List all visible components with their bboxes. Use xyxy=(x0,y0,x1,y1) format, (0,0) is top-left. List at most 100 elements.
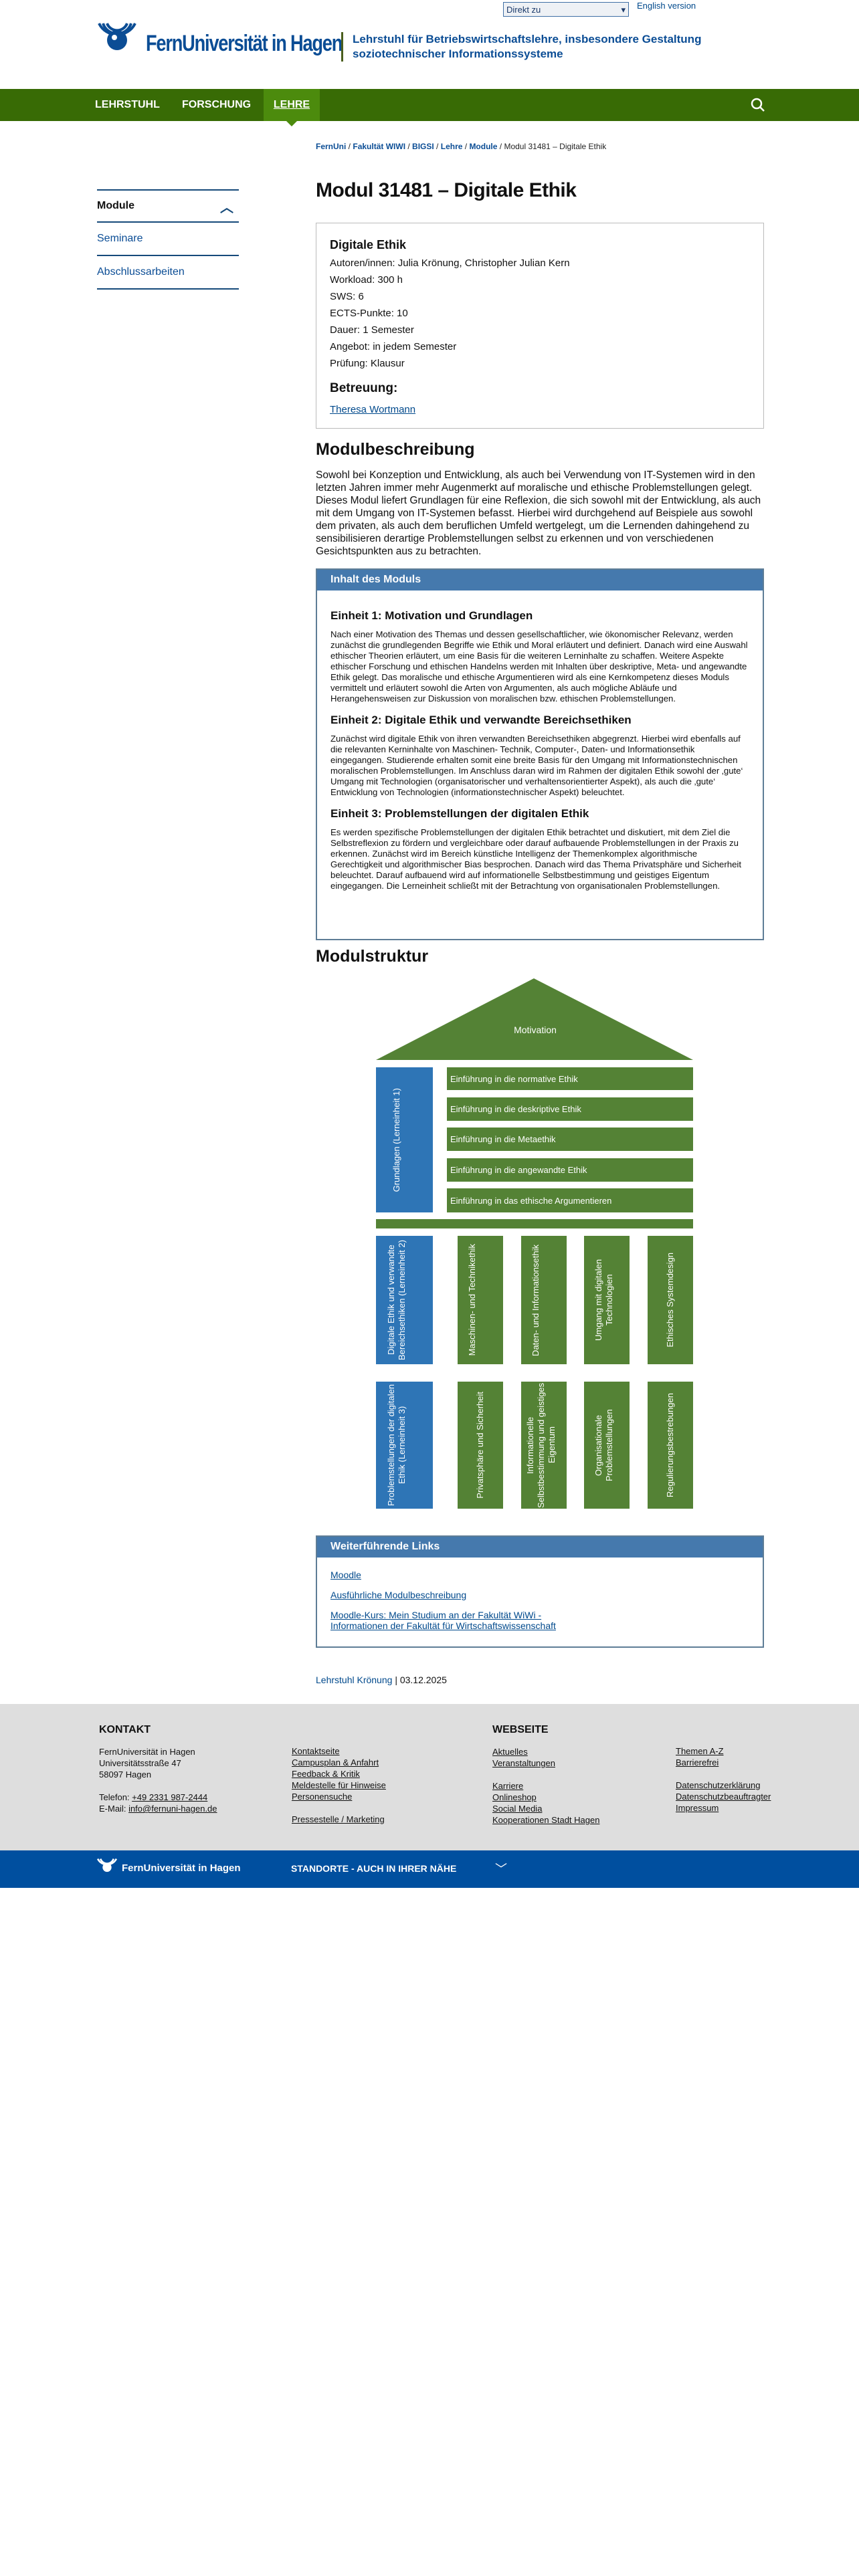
info-dauer: Dauer: 1 Semester xyxy=(330,324,414,336)
unit-3-text: Es werden spezifische Problemstellungen … xyxy=(330,827,742,891)
inhalt-header: Inhalt des Moduls xyxy=(317,570,763,591)
module-structure-diagram: Motivation Grundlagen (Lerneinheit 1) Ei… xyxy=(375,976,709,1511)
footer-link[interactable]: Karriere xyxy=(492,1781,524,1791)
links-header: Weiterführende Links xyxy=(317,1537,763,1558)
kontakt-heading: KONTAKT xyxy=(99,1724,151,1735)
unit-2-item: Maschinen- und Technikethik xyxy=(458,1236,503,1364)
telefon-link[interactable]: +49 2331 987-2444 xyxy=(132,1792,208,1802)
info-authors: Autoren/innen: Julia Krönung, Christophe… xyxy=(330,257,570,269)
search-icon[interactable] xyxy=(751,98,765,112)
unit-1-item: Einführung in die deskriptive Ethik xyxy=(447,1097,693,1121)
modulbeschreibung-text: Sowohl bei Konzeption und Entwicklung, a… xyxy=(316,469,761,557)
unit-1-item: Einführung in das ethische Argumentieren xyxy=(447,1188,693,1212)
unit-3-item: Informationelle Selbstbestimmung und gei… xyxy=(521,1382,567,1509)
breadcrumb-current: Modul 31481 – Digitale Ethik xyxy=(504,142,607,151)
breadcrumb-lehre[interactable]: Lehre xyxy=(440,142,463,151)
unit-2-text: Zunächst wird digitale Ethik von ihren v… xyxy=(330,734,743,797)
fernuni-logo[interactable]: FernUniversität in Hagen xyxy=(94,20,391,67)
breadcrumb-fernuni[interactable]: FernUni xyxy=(316,142,347,151)
info-title: Digitale Ethik xyxy=(330,238,407,251)
chair-link[interactable]: Lehrstuhl Krönung xyxy=(316,1675,393,1685)
divider-beam xyxy=(376,1219,693,1228)
footer-link[interactable]: Barrierefrei xyxy=(676,1757,719,1767)
link-modulbeschreibung[interactable]: Ausführliche Modulbeschreibung xyxy=(330,1590,467,1600)
breadcrumb-fakultaet[interactable]: Fakultät WIWI xyxy=(353,142,406,151)
breadcrumb-bigsi[interactable]: BIGSI xyxy=(412,142,434,151)
unit-3-pillar: Problemstellungen der digitalen Ethik (L… xyxy=(376,1382,433,1509)
footer-link[interactable]: Campusplan & Anfahrt xyxy=(292,1757,379,1767)
bottom-bar: FernUniversität in Hagen STANDORTE - AUC… xyxy=(0,1850,859,1888)
address-line: 58097 Hagen xyxy=(99,1769,152,1780)
breadcrumb-module[interactable]: Module xyxy=(469,142,498,151)
sidebar: Module︿ Seminare Abschlussarbeiten xyxy=(97,189,239,290)
direkt-zu-select[interactable]: Direkt zu▾ xyxy=(503,2,629,17)
footer-link[interactable]: Social Media xyxy=(492,1804,543,1814)
footer-link[interactable]: Pressestelle / Marketing xyxy=(292,1814,385,1824)
module-info-box: Digitale Ethik Autoren/innen: Julia Krön… xyxy=(316,223,764,429)
telefon-label: Telefon: xyxy=(99,1792,132,1802)
nav-lehrstuhl[interactable]: LEHRSTUHL xyxy=(95,99,160,110)
fernuni-logo-icon xyxy=(96,1858,118,1872)
info-workload: Workload: 300 h xyxy=(330,274,403,286)
footer-link[interactable]: Personensuche xyxy=(292,1792,353,1802)
footer-link[interactable]: Kontaktseite xyxy=(292,1746,340,1756)
top-bar: Direkt zu▾ English version xyxy=(503,1,696,17)
roof-label: Motivation xyxy=(514,1025,557,1035)
fernuni-logo-icon xyxy=(98,23,136,50)
unit-1-title: Einheit 1: Motivation und Grundlagen xyxy=(330,609,533,622)
email-label: E-Mail: xyxy=(99,1804,129,1814)
chevron-down-icon[interactable]: ﹀ xyxy=(495,1862,507,1876)
webseite-heading: WEBSEITE xyxy=(492,1724,549,1735)
footer-link[interactable]: Impressum xyxy=(676,1803,719,1813)
english-version-link[interactable]: English version xyxy=(637,1,696,11)
unit-2-item: Daten- und Informationsethik xyxy=(521,1236,567,1364)
footer-link[interactable]: Onlineshop xyxy=(492,1792,537,1802)
betreuung-link[interactable]: Theresa Wortmann xyxy=(330,404,416,415)
unit-2-item: Ethisches Systemdesign xyxy=(648,1236,693,1364)
main-nav: LEHRSTUHL FORSCHUNG LEHRE xyxy=(0,89,859,126)
footer-link[interactable]: Kooperationen Stadt Hagen xyxy=(492,1815,600,1825)
standorte-toggle[interactable]: STANDORTE - AUCH IN IHRER NÄHE xyxy=(291,1863,457,1874)
nav-forschung[interactable]: FORSCHUNG xyxy=(182,99,252,110)
update-date: | 03.12.2025 xyxy=(395,1675,447,1685)
links-box: Weiterführende Links Moodle Ausführliche… xyxy=(316,1535,764,1648)
unit-2-item: Umgang mit digitalen Technologien xyxy=(584,1236,630,1364)
info-ects: ECTS-Punkte: 10 xyxy=(330,308,408,319)
footer-link[interactable]: Feedback & Kritik xyxy=(292,1769,360,1779)
footer-link[interactable]: Aktuelles xyxy=(492,1747,528,1757)
unit-1-item: Einführung in die normative Ethik xyxy=(447,1067,693,1090)
address-line: Universitätsstraße 47 xyxy=(99,1758,181,1768)
footer-link[interactable]: Meldestelle für Hinweise xyxy=(292,1780,386,1790)
unit-2-pillar: Digitale Ethik und verwandte Bereichseth… xyxy=(376,1236,433,1364)
footer-link[interactable]: Datenschutzbeauftragter xyxy=(676,1792,771,1802)
chevron-up-icon[interactable]: ︿ xyxy=(220,200,233,215)
link-moodle-kurs[interactable]: Moodle-Kurs: Mein Studium an der Fakultä… xyxy=(330,1610,556,1631)
unit-3-title: Einheit 3: Problemstellungen der digital… xyxy=(330,807,589,820)
unit-3-item: Organisationale Problemstellungen xyxy=(584,1382,630,1509)
page-title: Modul 31481 – Digitale Ethik xyxy=(316,179,577,201)
unit-1-item: Einführung in die angewandte Ethik xyxy=(447,1158,693,1182)
sidebar-item-seminare[interactable]: Seminare xyxy=(97,223,239,256)
footer: KONTAKT FernUniversität in Hagen Univers… xyxy=(0,1704,859,1851)
sidebar-item-abschlussarbeiten[interactable]: Abschlussarbeiten xyxy=(97,256,239,290)
roof-shape xyxy=(376,978,693,1060)
nav-lehre[interactable]: LEHRE xyxy=(264,89,320,126)
betreuung-heading: Betreuung: xyxy=(330,381,398,395)
info-sws: SWS: 6 xyxy=(330,291,364,302)
info-pruefung: Prüfung: Klausur xyxy=(330,358,405,369)
inhalt-box: Inhalt des Moduls Einheit 1: Motivation … xyxy=(316,568,764,940)
footer-link[interactable]: Veranstaltungen xyxy=(492,1758,555,1768)
breadcrumb: FernUni / Fakultät WIWI / BIGSI / Lehre … xyxy=(316,142,607,151)
link-moodle[interactable]: Moodle xyxy=(330,1570,361,1580)
unit-2-title: Einheit 2: Digitale Ethik und verwandte … xyxy=(330,714,632,726)
footer-link[interactable]: Datenschutzerklärung xyxy=(676,1780,761,1790)
info-angebot: Angebot: in jedem Semester xyxy=(330,341,457,352)
sidebar-item-module[interactable]: Module︿ xyxy=(97,189,239,223)
unit-1-text: Nach einer Motivation des Themas und des… xyxy=(330,629,748,704)
dropdown-arrow-icon: ▾ xyxy=(621,5,626,15)
modulbeschreibung-heading: Modulbeschreibung xyxy=(316,440,475,459)
footer-link[interactable]: Themen A-Z xyxy=(676,1746,724,1756)
unit-1-item: Einführung in die Metaethik xyxy=(447,1128,693,1151)
unit-3-item: Regulierungsbestrebungen xyxy=(648,1382,693,1509)
email-link[interactable]: info@fernuni-hagen.de xyxy=(128,1804,217,1814)
